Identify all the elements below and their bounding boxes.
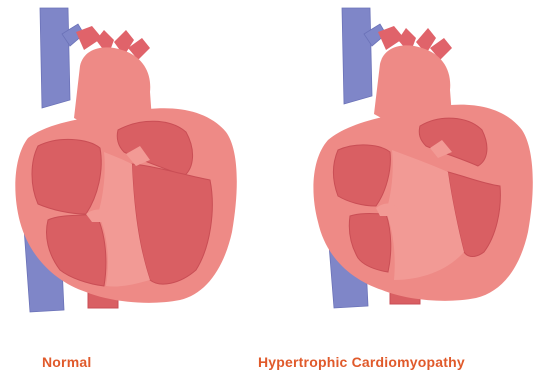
superior-vena-cava: [40, 8, 70, 108]
caption-hypertrophic-cardiomyopathy: Hypertrophic Cardiomyopathy: [258, 354, 465, 370]
caption-normal: Normal: [42, 354, 91, 370]
superior-vena-cava: [342, 8, 372, 104]
normal-heart-icon: [15, 8, 236, 312]
hcm-heart-illustration: [272, 0, 543, 330]
right-atrium: [334, 145, 391, 206]
thickened-heart-icon: [313, 8, 532, 308]
right-atrium: [32, 139, 101, 214]
normal-heart-illustration: [0, 0, 272, 330]
